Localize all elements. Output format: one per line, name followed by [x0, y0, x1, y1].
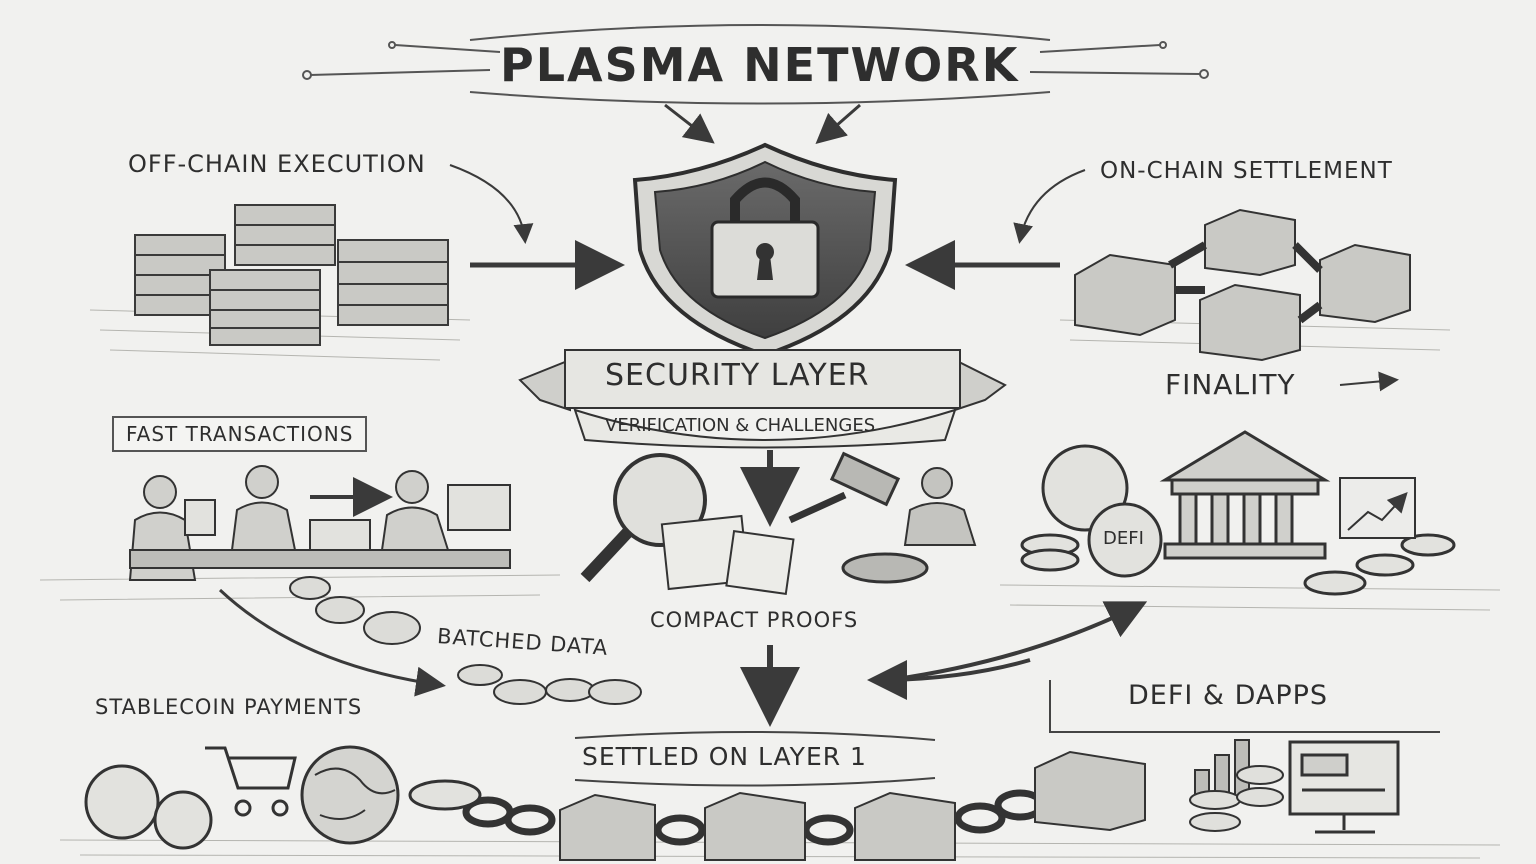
defi-dapps-label: DeFi & dApps [1128, 680, 1329, 711]
security-layer-label: Security Layer [605, 358, 870, 393]
layer1-blocks [559, 750, 1146, 861]
gavel-icon [788, 451, 929, 584]
verification-challenges-label: Verification & Challenges [605, 415, 876, 436]
database-icon [1189, 765, 1284, 832]
page-title: Plasma Network [500, 38, 1020, 92]
growth-chart-icon [1339, 477, 1416, 539]
blockchain-cube-icon [1074, 208, 1411, 362]
bank-icon [1159, 430, 1331, 560]
stablecoin-payments-label: Stablecoin Payments [95, 695, 363, 719]
server-rack-icon [134, 204, 449, 346]
judge-icon [903, 467, 977, 546]
shield-lock-icon [632, 142, 898, 358]
finality-label: Finality [1165, 368, 1296, 401]
coin-icon [1020, 444, 1456, 596]
defi-coin-label: DEFI [1103, 528, 1144, 549]
document-icon [660, 514, 795, 596]
bottom-banners [574, 680, 1440, 787]
compact-proofs-label: Compact Proofs [650, 608, 859, 632]
off-chain-execution-label: Off-Chain Execution [128, 150, 426, 178]
monitor-icon [1288, 740, 1400, 834]
cart-icon [205, 746, 297, 817]
bar-chart-icon [1194, 739, 1250, 801]
fast-transactions-label: Fast Transactions [112, 416, 368, 452]
title-decoration [302, 24, 1209, 105]
people-icon [128, 465, 511, 581]
globe-icon [300, 745, 400, 845]
security-banner [518, 349, 1007, 449]
flow-arrows [218, 103, 1399, 727]
settled-layer1-label: Settled on Layer 1 [582, 742, 867, 771]
coin-icon [84, 764, 482, 850]
on-chain-settlement-label: On-Chain Settlement [1100, 158, 1393, 184]
batched-coins [289, 576, 642, 705]
